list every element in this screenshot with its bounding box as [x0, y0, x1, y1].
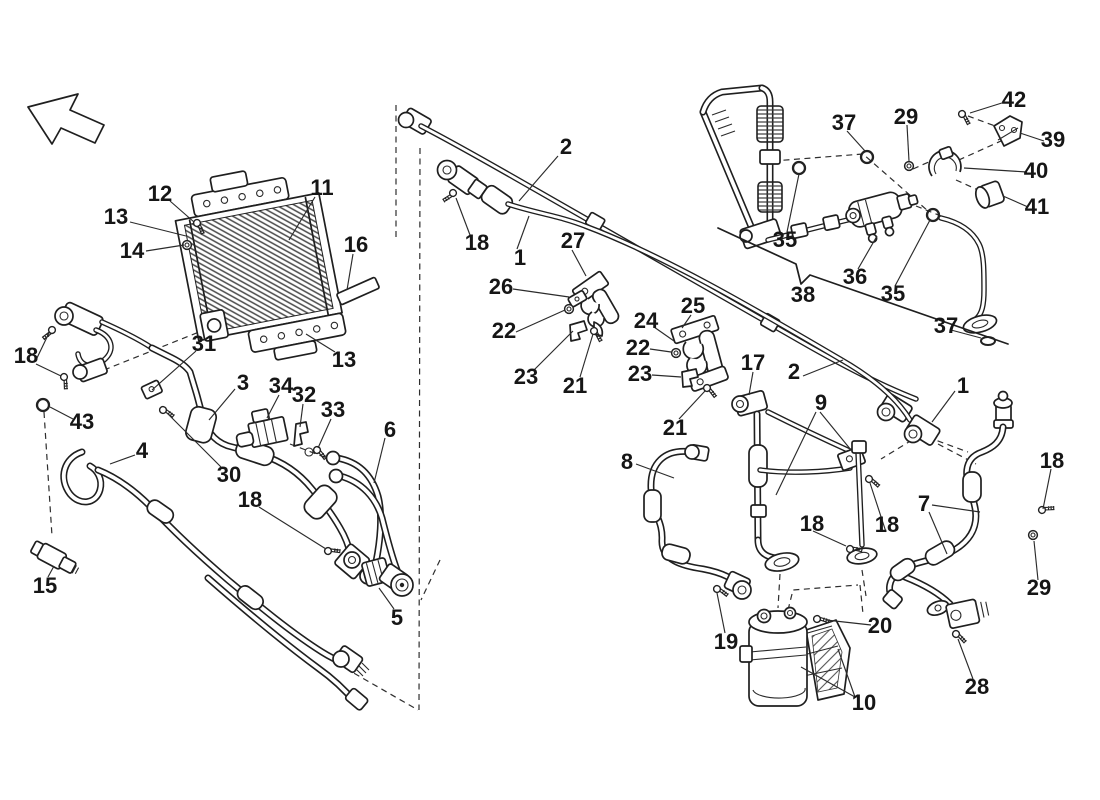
part-8-hose — [643, 444, 752, 600]
callout-43: 43 — [69, 409, 95, 434]
part-7-hose — [882, 390, 1014, 629]
callout-17: 17 — [740, 350, 766, 375]
callout-12: 12 — [147, 181, 173, 206]
part-16-seal-strip — [336, 276, 380, 306]
direction-arrow-icon — [27, 93, 105, 145]
callout-38: 38 — [790, 282, 816, 307]
callout-8: 8 — [620, 449, 634, 474]
part-15-pressure-sensor — [30, 540, 80, 575]
callout-1: 1 — [513, 245, 527, 270]
callout-37: 37 — [831, 110, 857, 135]
callout-39: 39 — [1040, 127, 1066, 152]
callout-21: 21 — [662, 415, 688, 440]
part-25-bracket-cluster — [670, 314, 729, 392]
part-4-hose — [60, 448, 370, 711]
callout-14: 14 — [119, 238, 145, 263]
callout-3: 3 — [236, 370, 250, 395]
part-9-pipes — [757, 409, 878, 565]
callout-32: 32 — [291, 382, 317, 407]
part-10-receiver-drier — [739, 606, 851, 707]
callout-37: 37 — [933, 313, 959, 338]
callout-7: 7 — [917, 491, 931, 516]
part-5-foot-fittings — [361, 557, 414, 597]
callout-18: 18 — [464, 230, 490, 255]
callout-20: 20 — [867, 613, 893, 638]
callout-15: 15 — [32, 573, 58, 598]
callout-21: 21 — [562, 373, 588, 398]
callout-2: 2 — [787, 359, 801, 384]
callout-25: 25 — [680, 293, 706, 318]
callout-22: 22 — [625, 335, 651, 360]
part-36-valve — [845, 191, 919, 244]
part-28-elbow-fitting — [945, 598, 990, 629]
callout-9: 9 — [814, 390, 828, 415]
callout-30: 30 — [216, 462, 242, 487]
callout-29: 29 — [893, 104, 919, 129]
callout-11: 11 — [310, 175, 334, 200]
callout-31: 31 — [191, 331, 217, 356]
part-1-hose — [436, 159, 941, 446]
callout-22: 22 — [491, 318, 517, 343]
callout-6: 6 — [383, 417, 397, 442]
callout-18: 18 — [237, 487, 263, 512]
callout-34: 34 — [268, 373, 294, 398]
part-39-bracket — [993, 115, 1023, 147]
callout-36: 36 — [842, 264, 868, 289]
callout-13: 13 — [331, 347, 357, 372]
callout-18: 18 — [874, 512, 900, 537]
part-32-clip — [293, 421, 309, 447]
part-38-pipe-assembly — [699, 84, 1023, 346]
part-34-expansion-valve — [235, 408, 314, 457]
part-11-condenser — [174, 170, 347, 361]
callout-1: 1 — [956, 373, 970, 398]
callout-leader-lines — [35, 101, 1052, 698]
callout-27: 27 — [560, 228, 586, 253]
part-41-cap — [974, 180, 1005, 209]
callout-23: 23 — [627, 361, 653, 386]
callout-19: 19 — [713, 629, 739, 654]
part-31-pipe-assembly — [54, 301, 377, 585]
part-17-pipe — [731, 390, 800, 572]
callout-2: 2 — [559, 134, 573, 159]
callout-5: 5 — [390, 605, 404, 630]
callout-26: 26 — [488, 274, 514, 299]
group-38-bracket-line — [717, 227, 1009, 345]
callout-28: 28 — [964, 674, 990, 699]
callout-40: 40 — [1023, 158, 1049, 183]
callout-35: 35 — [880, 281, 906, 306]
callout-41: 41 — [1024, 194, 1050, 219]
callout-4: 4 — [135, 438, 149, 463]
callout-35: 35 — [772, 227, 798, 252]
callout-18: 18 — [799, 511, 825, 536]
callout-10: 10 — [851, 690, 877, 715]
callout-16: 16 — [343, 232, 369, 257]
part-27-bracket-cluster — [567, 270, 620, 342]
callout-18: 18 — [1039, 448, 1065, 473]
callout-18: 18 — [13, 343, 39, 368]
callout-42: 42 — [1001, 87, 1027, 112]
callout-23: 23 — [513, 364, 539, 389]
callout-33: 33 — [320, 397, 346, 422]
part-6-pipes — [325, 450, 414, 597]
callout-13: 13 — [103, 204, 129, 229]
callout-29: 29 — [1026, 575, 1052, 600]
callout-24: 24 — [633, 308, 659, 333]
part-40-clamp — [928, 145, 962, 177]
